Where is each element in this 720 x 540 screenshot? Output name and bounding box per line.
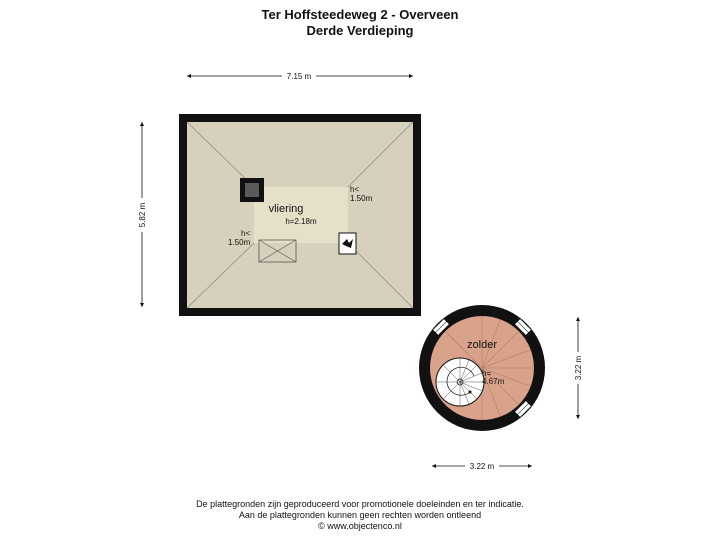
boiler-icon bbox=[338, 232, 357, 255]
full-height-zone bbox=[254, 187, 348, 243]
dimension-zolder-depth: 3.22 m bbox=[574, 317, 583, 419]
room-zolder: zolder h= 4.67m bbox=[419, 305, 545, 431]
disclaimer-line-2: Aan de plattegronden kunnen geen rechten… bbox=[238, 510, 482, 520]
dimension-label: 3.22 m bbox=[470, 462, 495, 471]
floor-name: Derde Verdieping bbox=[306, 23, 414, 38]
window bbox=[513, 317, 533, 337]
dimension-label: 3.22 m bbox=[574, 355, 583, 380]
room-height: h=2.18m bbox=[285, 217, 317, 226]
dimension-zolder-width: 3.22 m bbox=[432, 462, 532, 471]
spiral-staircase bbox=[435, 357, 485, 407]
low-height-value: 1.50m bbox=[228, 238, 251, 247]
low-height-value: 1.50m bbox=[350, 194, 373, 203]
dimension-label: 5.82 m bbox=[138, 202, 147, 227]
dimension-vliering-width: 7.15 m bbox=[187, 72, 413, 81]
room-vliering: vliering h=2.18m h< 1.50m h< 1.50m bbox=[179, 114, 421, 316]
plan-title: Ter Hoffsteedeweg 2 - Overveen bbox=[261, 7, 459, 22]
low-height-label: h< bbox=[241, 229, 250, 238]
room-name: zolder bbox=[467, 339, 497, 351]
window bbox=[513, 399, 533, 419]
window bbox=[431, 317, 451, 337]
low-height-label: h< bbox=[350, 185, 359, 194]
room-height-label: h= bbox=[482, 369, 491, 378]
room-height-value: 4.67m bbox=[482, 377, 505, 386]
disclaimer-line-1: De plattegronden zijn geproduceerd voor … bbox=[196, 499, 524, 509]
dimension-vliering-depth: 5.82 m bbox=[138, 122, 147, 307]
room-name: vliering bbox=[269, 203, 304, 215]
copyright: © www.objectenco.nl bbox=[318, 521, 402, 531]
loft-hatch bbox=[258, 239, 297, 263]
dimension-label: 7.15 m bbox=[287, 72, 312, 81]
